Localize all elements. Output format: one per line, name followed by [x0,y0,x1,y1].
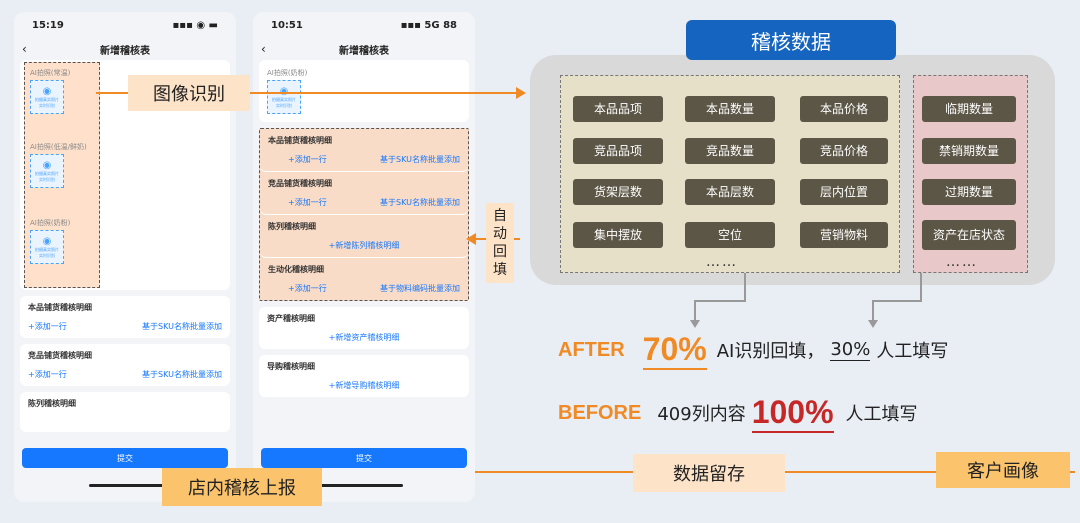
batch-add-button[interactable]: 基于SKU名称批量添加 [142,370,222,379]
status-bar: 10:51 ▪▪▪ 5G 88 [253,12,475,38]
page-title: 新增稽核表 [100,45,150,57]
arrow-left-icon [466,233,476,245]
home-indicator [89,484,209,487]
connector [744,273,746,301]
recognition-line [96,92,520,94]
ai-label: AI拍照(常温) [30,69,71,77]
audit-chip: 本品品项 [573,96,663,122]
audit-chip: 竞品数量 [685,138,775,164]
asset-card: 资产稽核明细 +新增资产稽核明细 [259,307,469,349]
before-line: BEFORE 409列内容 100% 人工填写 [558,393,918,433]
connector [872,300,922,302]
connector [694,300,696,322]
nav-bar: ‹ 新增稽核表 [253,38,475,60]
connector [920,273,922,301]
audit-chip: 货架层数 [573,179,663,205]
display-card: 陈列稽核明细 +新增陈列稽核明细 [260,215,468,258]
camera-upload-button[interactable]: ◉ 拍摄真实照片 实时识别 [267,80,301,114]
promoter-card: 导购稽核明细 +新增导购稽核明细 [259,355,469,397]
audit-chip: 层内位置 [800,179,888,205]
audit-title: 稽核数据 [686,20,896,60]
more-dots: …… [946,254,978,270]
submit-button[interactable]: 提交 [261,448,467,468]
back-icon[interactable]: ‹ [261,42,266,56]
ai-photo-group-1: AI拍照(常温) ◉ 拍摄真实照片 实时识别 [30,66,70,114]
add-row-button[interactable]: +添加一行 [288,155,327,164]
audit-chip: 禁销期数量 [922,138,1016,164]
phone-right: 10:51 ▪▪▪ 5G 88 ‹ 新增稽核表 AI拍照(奶粉) ◉ 拍摄真实照… [253,12,475,502]
audit-chip: 集中摆放 [573,222,663,248]
status-bar: 15:19 ▪▪▪ ◉ ▬ [14,12,236,38]
distribution-card: 本品铺货稽核明细 +添加一行基于SKU名称批量添加 [260,129,468,172]
arrow-down-icon [868,320,878,328]
batch-add-button[interactable]: 基于物料编码批量添加 [380,284,460,293]
add-row-button[interactable]: +添加一行 [28,322,67,331]
back-icon[interactable]: ‹ [22,42,27,56]
audit-chip: 资产在店状态 [922,220,1016,250]
audit-chip: 竞品品项 [573,138,663,164]
camera-upload-button[interactable]: ◉ 拍摄真实照片 实时识别 [30,80,64,114]
nav-bar: ‹ 新增稽核表 [14,38,236,60]
status-time: 10:51 [271,19,303,31]
status-icons: ▪▪▪ ◉ ▬ [172,19,218,31]
camera-upload-button[interactable]: ◉ 拍摄真实照片 实时识别 [30,230,64,264]
after-line: AFTER 70% AI识别回填， 30% 人工填写 [558,330,948,370]
camera-icon: ◉ [42,85,52,97]
camera-icon: ◉ [279,85,289,97]
store-report-label: 店内稽核上报 [162,468,322,506]
more-dots: …… [706,254,738,270]
audit-chip: 本品价格 [800,96,888,122]
batch-add-button[interactable]: 基于SKU名称批量添加 [380,198,460,207]
add-row-button[interactable]: +添加一行 [288,198,327,207]
ai-photo-card: AI拍照(奶粉) ◉ 拍摄真实照片 实时识别 [259,60,469,122]
ai-photo-group-2: AI拍照(低温/鲜奶) ◉ 拍摄真实照片 实时识别 [30,140,87,188]
competitor-card: 竞品铺货稽核明细 +添加一行基于SKU名称批量添加 [260,172,468,215]
image-recognition-label: 图像识别 [128,75,250,111]
audit-chip: 本品层数 [685,179,775,205]
auto-fill-label: 自动回填 [486,203,514,283]
vivid-card: 生动化稽核明细 +添加一行基于物料编码批量添加 [268,265,460,293]
add-row-button[interactable]: +添加一行 [28,370,67,379]
display-card: 陈列稽核明细 [20,392,230,432]
arrow-right-icon [516,87,526,99]
add-promoter-button[interactable]: +新增导购稽核明细 [328,381,400,390]
status-time: 15:19 [32,19,64,31]
data-retention-label: 数据留存 [633,454,785,492]
audit-chip: 临期数量 [922,96,1016,122]
audit-chip: 本品数量 [685,96,775,122]
batch-add-button[interactable]: 基于SKU名称批量添加 [380,155,460,164]
connector [872,300,874,322]
distribution-card: 本品铺货稽核明细 +添加一行 基于SKU名称批量添加 [20,296,230,338]
batch-add-button[interactable]: 基于SKU名称批量添加 [142,322,222,331]
customer-profile-label: 客户画像 [936,452,1070,488]
add-row-button[interactable]: +添加一行 [288,284,327,293]
status-icons: ▪▪▪ 5G 88 [400,19,457,31]
ai-photo-group-3: AI拍照(奶粉) ◉ 拍摄真实照片 实时识别 [30,216,70,264]
camera-icon: ◉ [42,235,52,247]
ai-label: AI拍照(奶粉) [30,219,71,227]
add-asset-button[interactable]: +新增资产稽核明细 [328,333,400,342]
audit-chip: 空位 [685,222,775,248]
submit-button[interactable]: 提交 [22,448,228,468]
connector [694,300,746,302]
home-indicator [303,484,403,487]
audit-chip: 竞品价格 [800,138,888,164]
arrow-down-icon [690,320,700,328]
camera-upload-button[interactable]: ◉ 拍摄真实照片 实时识别 [30,154,64,188]
audit-chip: 营销物料 [800,222,888,248]
camera-icon: ◉ [42,159,52,171]
page-title: 新增稽核表 [339,45,389,57]
auto-fill-highlight: 本品铺货稽核明细 +添加一行基于SKU名称批量添加 竞品铺货稽核明细 +添加一行… [259,128,469,301]
competitor-card: 竞品铺货稽核明细 +添加一行 基于SKU名称批量添加 [20,344,230,386]
ai-label: AI拍照(低温/鲜奶) [30,143,87,151]
audit-chip: 过期数量 [922,179,1016,205]
add-display-button[interactable]: +新增陈列稽核明细 [328,241,400,250]
